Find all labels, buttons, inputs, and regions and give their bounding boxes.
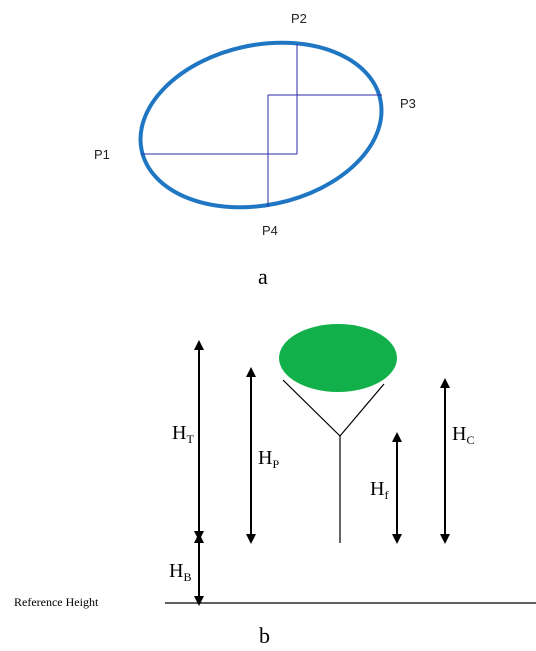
hc-label: HC bbox=[452, 423, 474, 447]
p4-label: P4 bbox=[262, 223, 278, 238]
panel-b: Reference Height HT HP Hf HC HB b bbox=[14, 324, 536, 648]
p3-label: P3 bbox=[400, 96, 416, 111]
crown-outline-ellipse bbox=[138, 40, 384, 210]
panel-a: P1 P2 P3 P4 a bbox=[94, 11, 416, 289]
p2-label: P2 bbox=[291, 11, 307, 26]
hf-label: Hf bbox=[370, 478, 388, 502]
p1-label: P1 bbox=[94, 147, 110, 162]
caption-b: b bbox=[259, 623, 270, 648]
tree-left-branch bbox=[282, 379, 341, 437]
hb-label: HB bbox=[169, 560, 191, 584]
tree-right-branch bbox=[339, 383, 385, 437]
reference-height-label: Reference Height bbox=[14, 595, 99, 609]
ht-label: HT bbox=[172, 422, 194, 446]
tree-crown bbox=[279, 324, 397, 392]
tree bbox=[279, 324, 397, 543]
hp-label: HP bbox=[258, 447, 279, 471]
caption-a: a bbox=[258, 264, 268, 289]
